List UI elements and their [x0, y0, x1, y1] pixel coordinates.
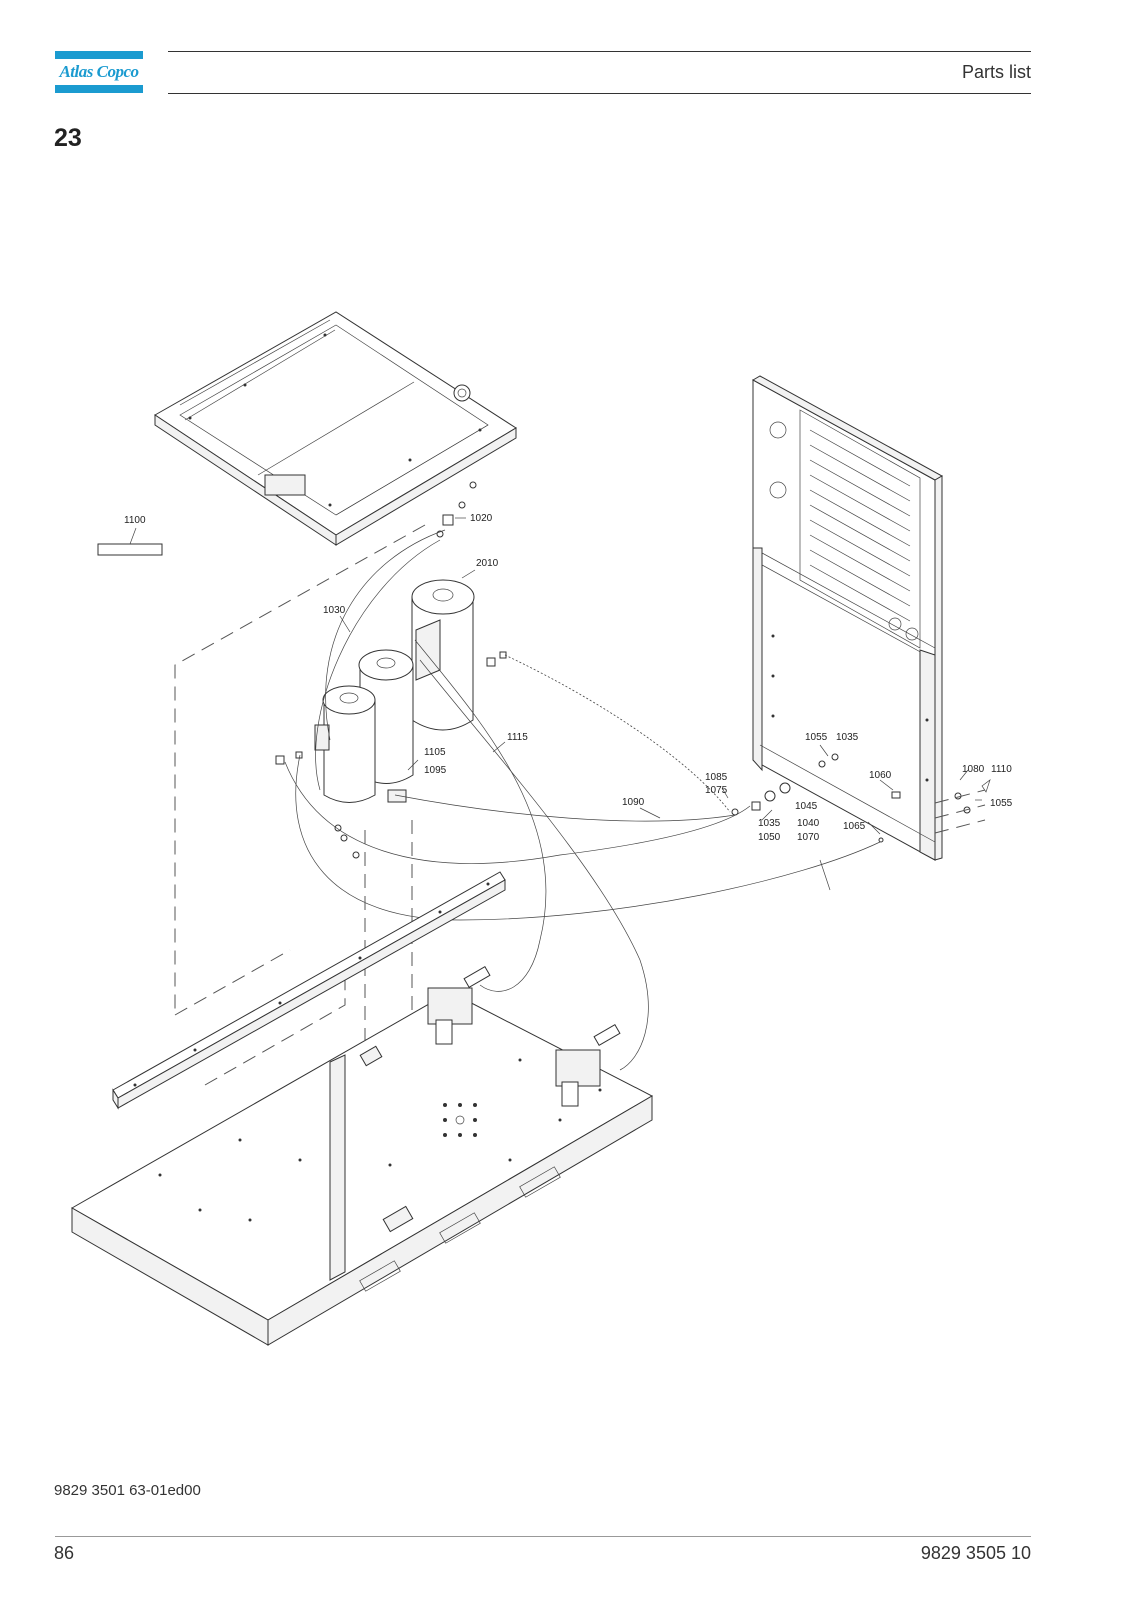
page-title: Parts list: [961, 62, 1031, 82]
footer-rule: [55, 1536, 1031, 1537]
leader-lines: [339, 517, 982, 891]
callout-1065: 1065: [843, 821, 866, 832]
callout-1040: 1040: [797, 818, 820, 829]
callout-1060: 1060: [869, 770, 892, 781]
callout-1085: 1085: [705, 772, 728, 783]
support-rail: [112, 871, 506, 1110]
callout-labels: 1100 1020 2010 1030 1115 1105 1095 1085 …: [124, 513, 1013, 843]
logo-bar-top: [55, 51, 143, 59]
section-number: 23: [54, 124, 82, 152]
callout-1110: 1110: [991, 764, 1012, 775]
callout-1030: 1030: [323, 605, 346, 616]
part-number: 9829 3505 10: [920, 1543, 1031, 1563]
callout-1105: 1105: [424, 747, 446, 758]
header-rule-top: [168, 51, 1031, 52]
callout-1035-bottom: 1035: [758, 818, 781, 829]
callout-1050: 1050: [758, 832, 781, 843]
header-rule-bottom: [168, 93, 1031, 94]
callout-1080: 1080: [962, 764, 985, 775]
drain-units: [427, 965, 621, 1107]
callout-1055-top: 1055: [805, 732, 828, 743]
callout-1045: 1045: [795, 801, 818, 812]
callout-1075: 1075: [705, 785, 728, 796]
logo-wordmark: Atlas Copco: [59, 62, 139, 81]
callout-2010: 2010: [476, 558, 499, 569]
page-number: 86: [54, 1543, 75, 1563]
callout-1095: 1095: [424, 765, 447, 776]
callout-1090: 1090: [622, 797, 645, 808]
callout-1055-right: 1055: [990, 798, 1013, 809]
hoses: [284, 529, 881, 1071]
callout-1115: 1115: [507, 732, 528, 743]
atlas-copco-logo: Atlas Copco: [55, 51, 143, 93]
side-panel: [751, 375, 944, 861]
separator-vessels: [314, 579, 475, 803]
callout-1070: 1070: [797, 832, 820, 843]
roof-panel: [154, 311, 517, 546]
logo-bar-bottom: [55, 85, 143, 93]
callout-1035-top: 1035: [836, 732, 859, 743]
label-plate-1100: [97, 527, 163, 556]
callout-1100: 1100: [124, 515, 146, 526]
callout-1020: 1020: [470, 513, 493, 524]
assembly-guide-lines: [174, 524, 986, 1086]
document-code: 9829 3501 63-01ed00: [54, 1482, 201, 1499]
base-frame: [70, 991, 654, 1346]
